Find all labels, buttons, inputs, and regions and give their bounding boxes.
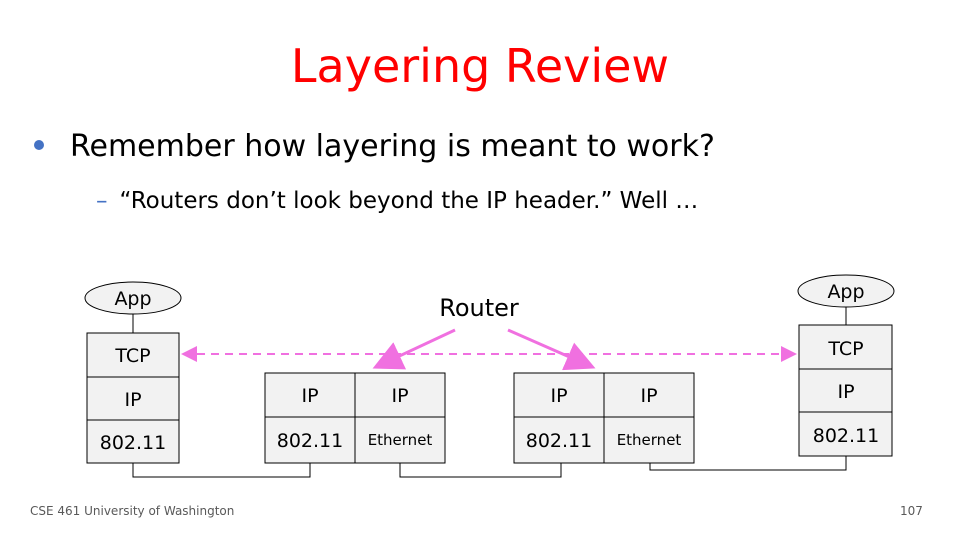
router1-link-right-box [354,416,446,464]
router2-link-right-box [603,416,695,464]
left-app-label: App [114,288,151,310]
router2-ip-right-label: IP [640,385,657,407]
right-app-ellipse [797,274,895,308]
left-ip-box [86,376,180,421]
right-ip-box [798,368,893,413]
router1-link-right-label: Ethernet [368,431,433,449]
router2-ip-left-label: IP [550,385,567,407]
left-link-box [86,419,180,464]
router2-link-left-box [513,416,605,464]
right-tcp-box [798,324,893,370]
left-link-label: 802.11 [100,432,166,454]
sub-bullet-text: “Routers don’t look beyond the IP header… [119,188,699,214]
left-tcp-label: TCP [114,345,150,367]
link-wire-right [649,456,847,471]
right-tcp-label: TCP [827,338,863,360]
router1-ip-left-label: IP [301,385,318,407]
sub-bullet-dash: – [96,188,108,214]
link-wire-left [132,463,311,478]
right-ip-label: IP [837,381,854,403]
router2-ip-right-box [603,372,695,418]
right-app-label: App [827,281,864,303]
bullet-text: Remember how layering is meant to work? [70,129,715,164]
router1-ip-right-box [354,372,446,418]
router1-link-left-label: 802.11 [277,430,343,452]
router-arrow-left [372,328,456,370]
footer-course: CSE 461 University of Washington [30,504,235,518]
bullet-item: Remember how layering is meant to work? [34,126,715,168]
router2-ip-left-box [513,372,605,418]
router2-link-right-label: Ethernet [617,431,682,449]
bullet-dot-icon [34,140,44,150]
sub-bullet-item: –“Routers don’t look beyond the IP heade… [96,184,698,218]
router2-link-left-label: 802.11 [526,430,592,452]
router1-link-left-box [264,416,356,464]
router-arrow-right [507,328,596,371]
left-app-ellipse [84,281,182,315]
left-tcp-box [86,332,180,378]
router-label: Router [439,294,519,322]
slide-title: Layering Review [290,39,670,93]
link-wire-middle [399,463,562,478]
footer-page-number: 107 [900,504,923,518]
left-ip-label: IP [124,389,141,411]
right-link-box [798,411,893,457]
right-link-label: 802.11 [813,425,879,447]
router1-ip-right-label: IP [391,385,408,407]
router1-ip-left-box [264,372,356,418]
